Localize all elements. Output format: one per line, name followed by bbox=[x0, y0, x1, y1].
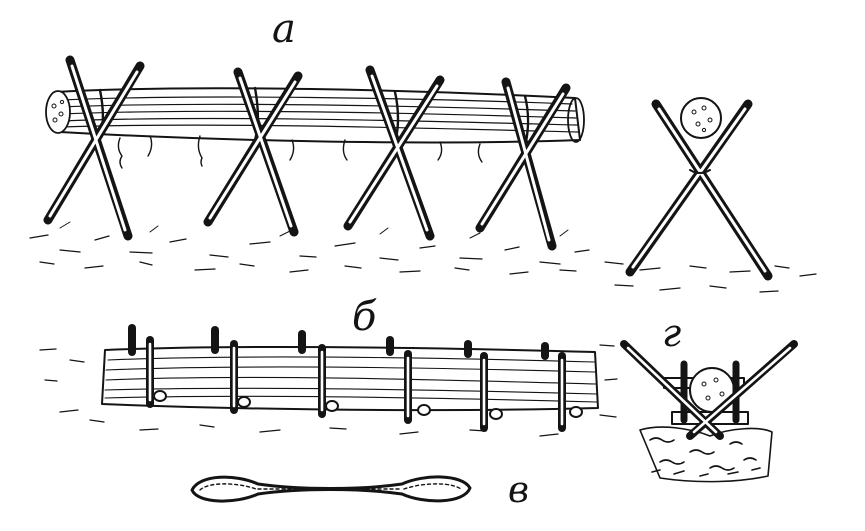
panel-b-fascine-between-pickets: б bbox=[39, 294, 618, 437]
withe-rope bbox=[190, 475, 472, 503]
panel-a-side-view bbox=[604, 97, 817, 293]
label-v: в bbox=[508, 470, 529, 511]
label-b: б bbox=[352, 294, 377, 340]
panel-g-trench-section: г bbox=[620, 311, 798, 483]
panel-v-binding-withe: в bbox=[190, 470, 529, 511]
fascine-cross-section bbox=[680, 97, 722, 139]
trench-soil bbox=[639, 426, 773, 483]
label-a: а bbox=[272, 6, 296, 52]
stake-pair-1 bbox=[43, 55, 145, 241]
panel-a-ground bbox=[29, 221, 590, 275]
back-pickets bbox=[128, 324, 549, 360]
panel-b-ground bbox=[39, 344, 618, 437]
fascine-bundle bbox=[45, 86, 585, 169]
label-g: г bbox=[662, 311, 681, 355]
panel-a-fascine-on-trestles: а bbox=[29, 6, 590, 275]
side-view-ground bbox=[604, 261, 817, 293]
fascine-bundle-b bbox=[101, 345, 599, 412]
